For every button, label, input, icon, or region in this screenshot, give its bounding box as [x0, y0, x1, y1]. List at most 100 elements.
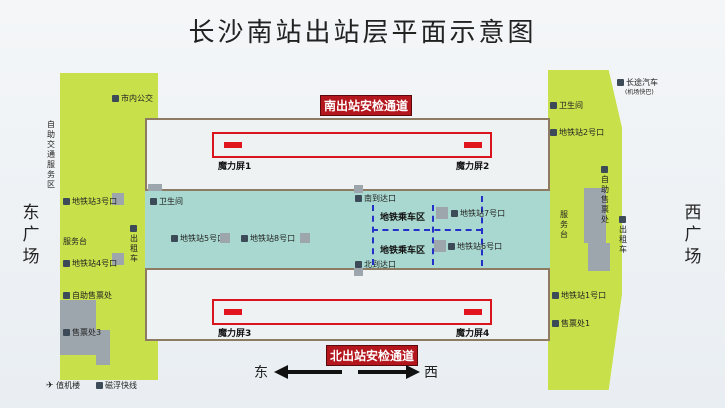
metro-exit-5-block — [220, 233, 230, 243]
metro-exit-1: 地铁站1号口 — [552, 290, 606, 301]
metro-zone-2: 地铁乘车区 — [380, 246, 426, 256]
screen-4-label: 魔力屏4 — [456, 329, 490, 339]
metro-zone-1: 地铁乘车区 — [380, 213, 426, 223]
metro-exit-7-block — [436, 207, 448, 219]
metro-icon — [451, 210, 458, 217]
maglev-line-label: 磁浮快线 — [105, 381, 137, 390]
south-security-gate: 南出站安检通道 — [320, 95, 413, 116]
metro-exit-6: 地铁站6号口 — [448, 241, 502, 252]
east-small-block-1 — [112, 193, 124, 205]
city-bus-label: 市内公交 — [121, 94, 153, 103]
east-taxi: 出租车 — [130, 224, 140, 264]
west-taxi: 出租车 — [619, 215, 629, 255]
screen-1-marker — [224, 142, 242, 148]
metro-zone-boundary-mid — [432, 205, 434, 265]
metro-exit-6-label: 地铁站6号口 — [457, 242, 503, 251]
arrow-west-icon — [358, 365, 420, 379]
west-auto-ticket: 自助售票处 — [601, 165, 611, 225]
east-service-desk: 服务台 — [63, 237, 87, 246]
west-auto-ticket-label: 自助售票处 — [601, 175, 609, 224]
metro-exit-3-label: 地铁站3号口 — [72, 197, 118, 206]
west-service-desk: 服务台 — [560, 210, 568, 239]
screen-2-marker — [464, 142, 482, 148]
exit-icon — [355, 261, 362, 268]
north-arrival-block — [354, 268, 363, 276]
maglev-line: 磁浮快线 — [96, 380, 137, 391]
metro-icon — [448, 243, 455, 250]
metro-icon — [552, 292, 559, 299]
metro-exit-6-block — [434, 240, 446, 252]
metro-exit-8: 地铁站8号口 — [241, 233, 295, 244]
metro-exit-8-label: 地铁站8号口 — [250, 234, 296, 243]
metro-icon — [63, 260, 70, 267]
metro-icon — [63, 198, 70, 205]
coach-icon — [617, 79, 624, 86]
restroom-icon — [550, 102, 557, 109]
north-arrival-exit: 北到达口 — [355, 259, 396, 270]
ticket-office-3: 售票处3 — [63, 327, 101, 338]
metro-exit-5-label: 地铁站5号口 — [180, 234, 226, 243]
east-auto-ticket: 自助售票处 — [63, 290, 112, 301]
east-direction-label: 东 — [254, 365, 268, 381]
arrow-east-icon — [274, 365, 342, 379]
middle-wc-label: 卫生间 — [159, 197, 183, 206]
east-small-block-2 — [112, 253, 124, 265]
east-building-block-2 — [96, 330, 110, 365]
taxi-icon — [130, 225, 137, 232]
screen-3-marker — [224, 309, 242, 315]
metro-exit-5: 地铁站5号口 — [171, 233, 225, 244]
west-building-block-2 — [588, 243, 610, 271]
east-building-block — [60, 300, 96, 355]
map-title: 长沙南站出站层平面示意图 — [188, 18, 537, 48]
ticket-office-3-label: 售票处3 — [72, 328, 102, 337]
middle-wc: 卫生间 — [150, 196, 183, 207]
metro-exit-4-label: 地铁站4号口 — [72, 259, 118, 268]
bus-icon — [112, 95, 119, 102]
ticket-office-icon — [63, 329, 70, 336]
east-taxi-label: 出租车 — [130, 234, 138, 263]
ticket-machine-icon — [63, 292, 70, 299]
west-taxi-label: 出租车 — [619, 225, 627, 254]
ticket-machine-icon — [601, 166, 608, 173]
metro-exit-8-block — [300, 233, 310, 243]
maglev-icon — [96, 382, 103, 389]
south-arrival-exit: 南到达口 — [355, 193, 396, 204]
duty-building-label: 值机楼 — [56, 381, 81, 390]
metro-exit-1-label: 地铁站1号口 — [561, 291, 607, 300]
metro-zone-divider — [372, 229, 482, 231]
self-service-zone: 自助交通服务区 — [47, 120, 55, 189]
ticket-office-1-label: 售票处1 — [561, 319, 591, 328]
east-auto-ticket-label: 自助售票处 — [72, 291, 112, 300]
screen-row-top — [212, 132, 492, 158]
screen-row-bottom — [212, 299, 492, 325]
metro-zone-boundary-right — [481, 196, 483, 266]
middle-concourse — [145, 190, 550, 270]
west-plaza-label: 西广场 — [684, 203, 702, 267]
metro-exit-2: 地铁站2号口 — [550, 127, 604, 138]
long-distance-bus-label: 长途汽车 — [626, 78, 658, 87]
airplane-icon: ✈ — [46, 381, 54, 391]
exit-icon — [355, 195, 362, 202]
screen-4-marker — [464, 309, 482, 315]
metro-icon — [171, 235, 178, 242]
duty-building: ✈ 值机楼 — [46, 380, 80, 391]
metro-exit-4: 地铁站4号口 — [63, 258, 117, 269]
long-distance-bus: 长途汽车 — [617, 77, 658, 88]
north-security-gate: 北出站安检通道 — [326, 345, 419, 366]
west-wc: 卫生间 — [550, 100, 583, 111]
metro-exit-3: 地铁站3号口 — [63, 196, 117, 207]
east-plaza-label: 东广场 — [22, 203, 40, 267]
metro-icon — [550, 129, 557, 136]
middle-wc-block — [148, 184, 162, 191]
west-direction-label: 西 — [424, 365, 438, 381]
ticket-office-1: 售票处1 — [552, 318, 590, 329]
west-wc-label: 卫生间 — [559, 101, 583, 110]
direction-arrows — [274, 365, 420, 379]
screen-2-label: 魔力屏2 — [456, 162, 490, 172]
restroom-icon — [150, 198, 157, 205]
screen-3-label: 魔力屏3 — [218, 329, 252, 339]
metro-exit-2-label: 地铁站2号口 — [559, 128, 605, 137]
metro-icon — [241, 235, 248, 242]
metro-exit-7: 地铁站7号口 — [451, 208, 505, 219]
